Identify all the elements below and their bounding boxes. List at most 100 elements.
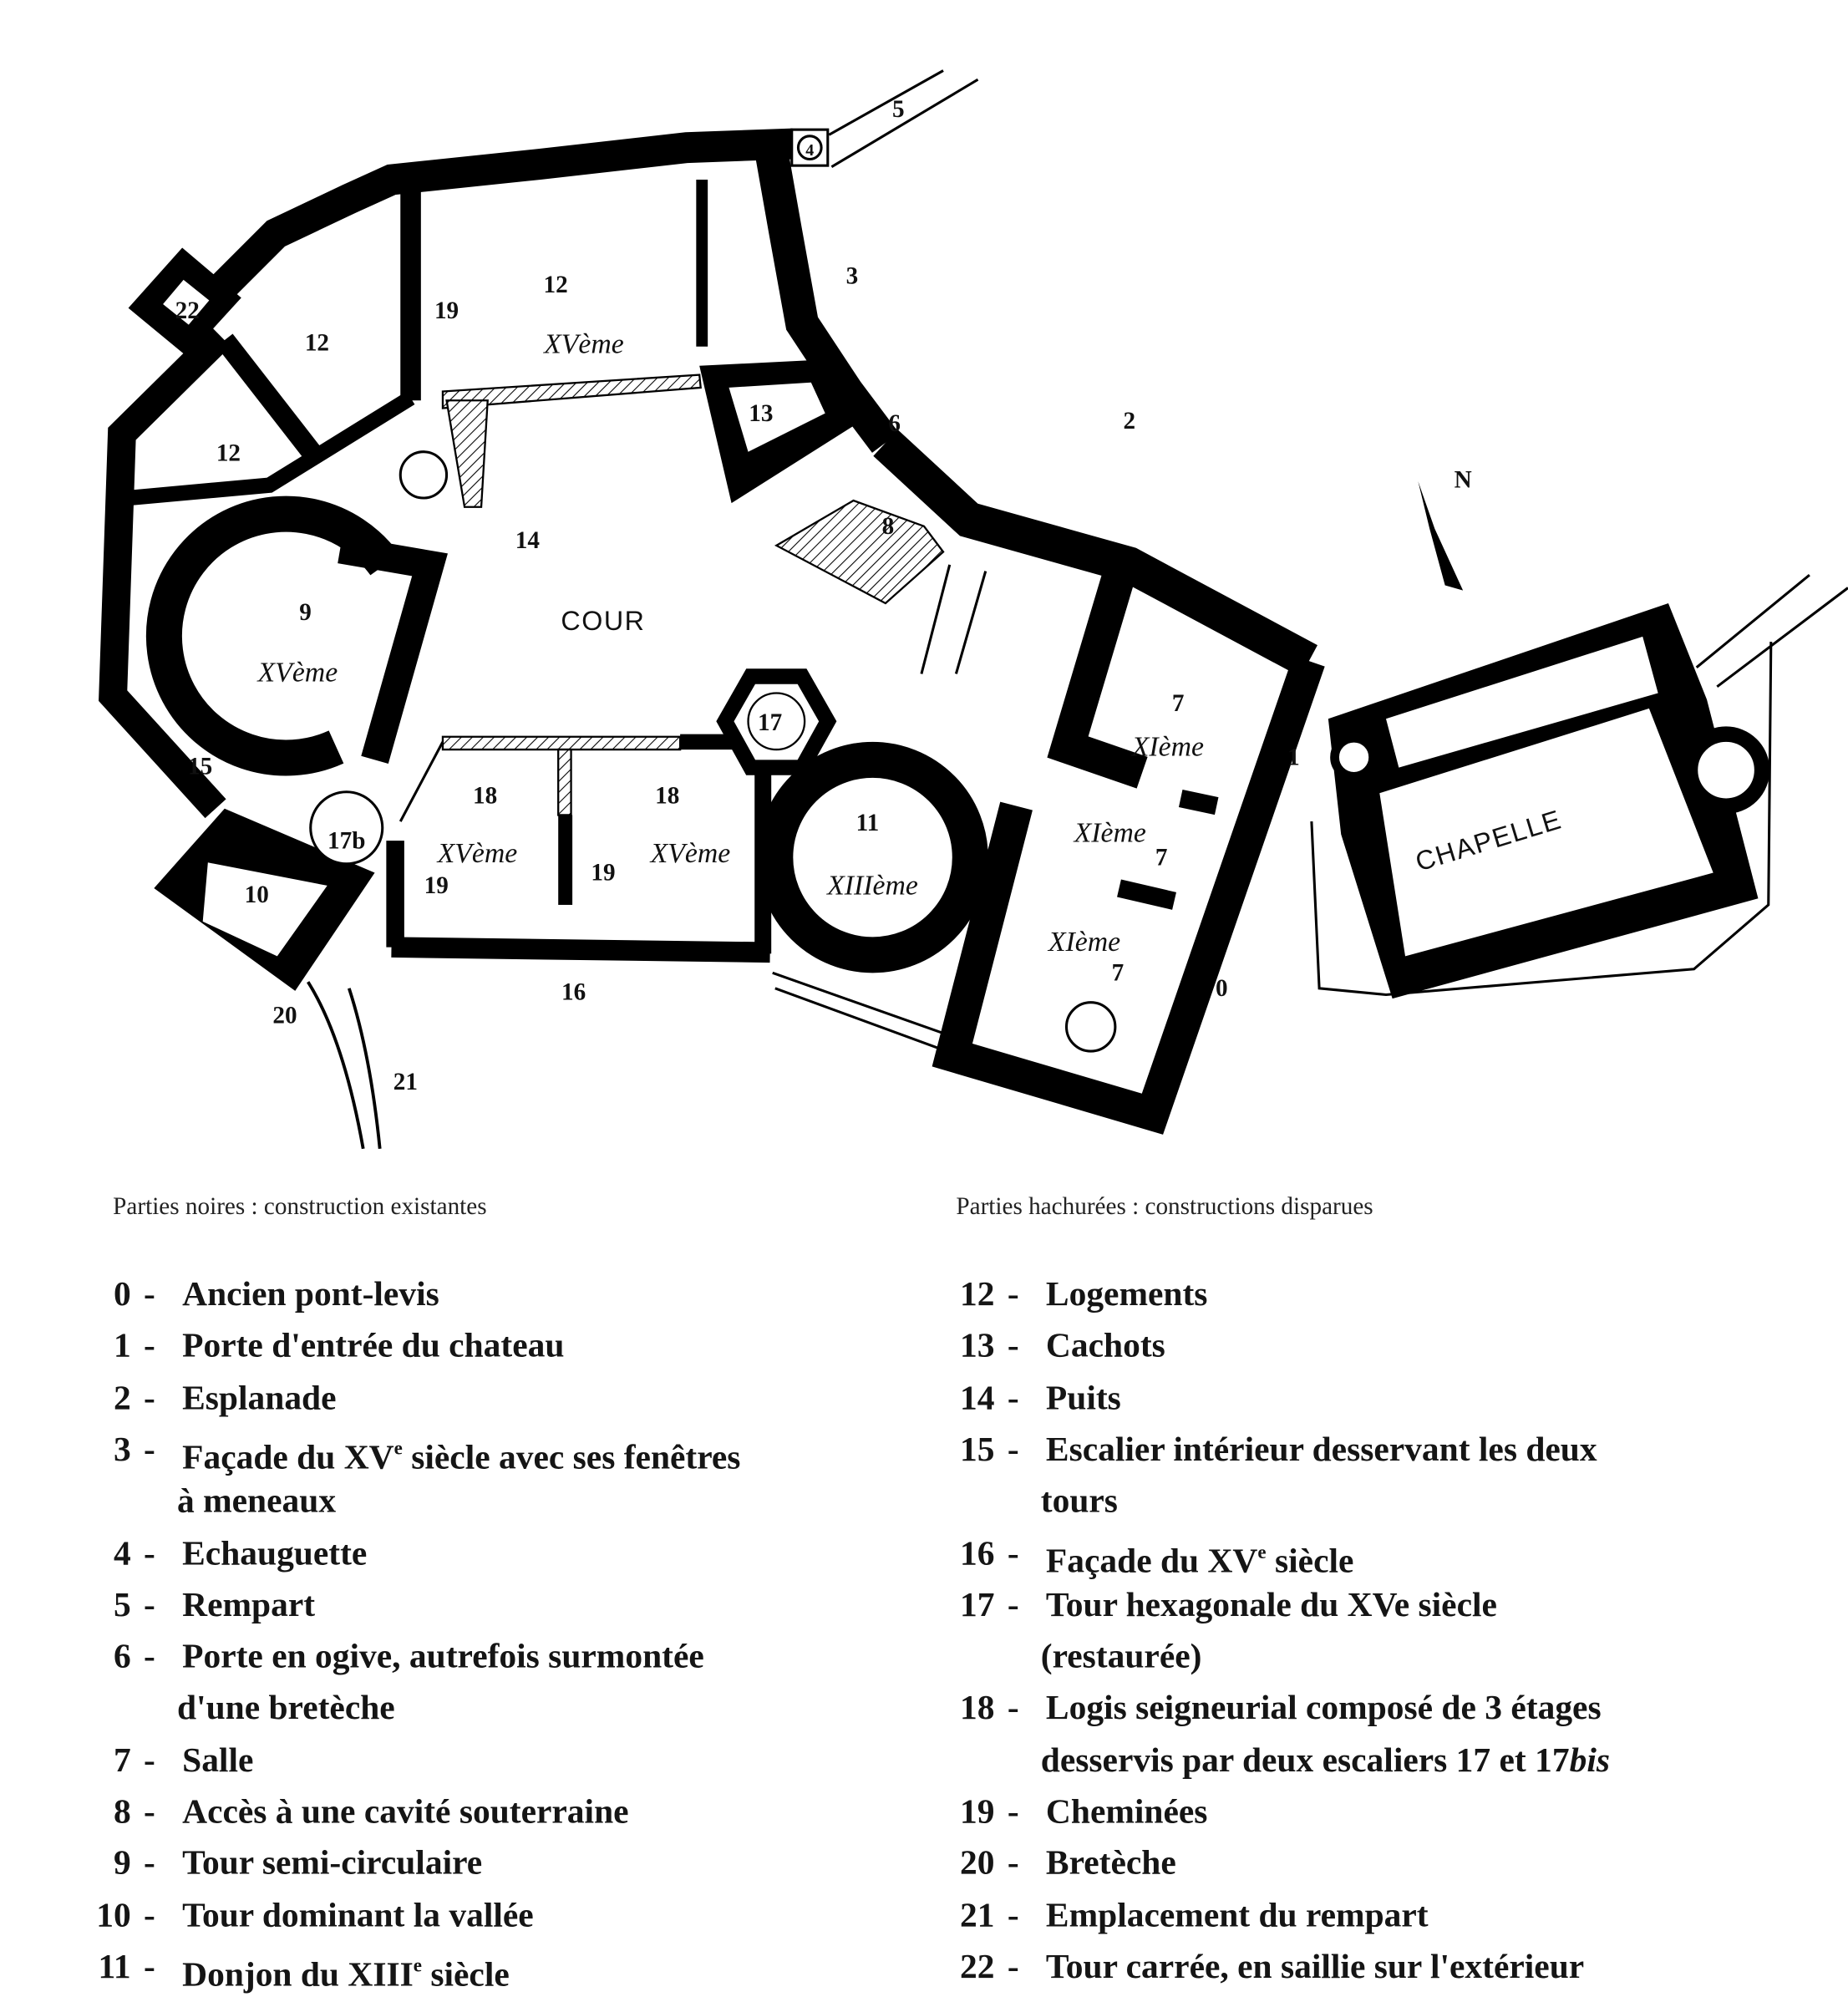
legend-item-text: Logements [1045, 1274, 1208, 1313]
legend-item-number: 21 [960, 1895, 995, 1934]
legend-item-continuation: (restaurée) [1040, 1636, 1202, 1675]
legend-dash: - [1007, 1532, 1019, 1572]
esplanade-wall [873, 429, 1317, 678]
legend-item-number: 22 [960, 1947, 995, 1986]
tower-10-interior [202, 862, 327, 957]
hatched-wall-12 [441, 373, 702, 409]
label-10: 10 [245, 882, 269, 908]
label-9: 9 [299, 599, 312, 626]
facade-16 [391, 937, 770, 963]
label-16: 16 [561, 979, 586, 1006]
legend-dash: - [1007, 1843, 1019, 1883]
label-3: 3 [846, 262, 859, 289]
legend-dash: - [144, 1378, 155, 1417]
cachots-13-interior [729, 382, 825, 452]
century-label: XVème [256, 658, 338, 689]
legend-item-number: 10 [96, 1895, 131, 1934]
tower-22-interior [163, 279, 210, 325]
legend-dash: - [1007, 1584, 1019, 1623]
century-label: XIème [1073, 818, 1146, 849]
legend-dash: - [144, 1843, 155, 1883]
legend-item-continuation: desservis par deux escaliers 17 et 17bis [1040, 1740, 1610, 1779]
rampart-line [830, 78, 979, 169]
legend-item-text: Logis seigneurial composé de 3 étages [1045, 1688, 1602, 1727]
century-label: XIème [1130, 732, 1204, 763]
legend-dash: - [1007, 1947, 1019, 1986]
legend-item-text: Puits [1045, 1378, 1121, 1417]
donjon-west-face [754, 767, 772, 954]
legend-item-number: 15 [960, 1430, 995, 1469]
legend-item-text: Tour hexagonale du XVe siècle [1045, 1584, 1497, 1623]
legend-dash: - [144, 1636, 155, 1675]
legend-item-number: 8 [113, 1791, 131, 1831]
legend-item-number: 9 [113, 1843, 131, 1883]
century-label: XIème [1047, 927, 1120, 958]
label-19: 19 [591, 860, 615, 887]
label-4: 4 [805, 141, 814, 160]
legend-item-number: 11 [98, 1947, 131, 1986]
partition-18 [558, 815, 573, 905]
legend-dash: - [144, 1584, 155, 1623]
legend-item-text: Façade du XVe siècle avec ses fenêtres [182, 1437, 741, 1476]
century-label: XVème [542, 328, 624, 359]
label-19: 19 [434, 297, 459, 324]
legend-item-text: Façade du XVe siècle [1045, 1541, 1354, 1580]
chapel-interior [1379, 708, 1713, 957]
legend-dash: - [1007, 1688, 1019, 1727]
legend-item-text: Tour dominant la vallée [182, 1895, 534, 1934]
legend-note-hatched: Parties hachurées : constructions dispar… [956, 1193, 1373, 1221]
legend-item-number: 12 [960, 1274, 995, 1313]
legend-item-number: 6 [113, 1636, 131, 1675]
legend-note-black: Parties noires : construction existantes [113, 1193, 487, 1221]
spiral-stair-14 [399, 450, 449, 500]
label-cour: COUR [561, 606, 645, 636]
hatched-stair-14 [445, 399, 489, 508]
north-label: N [1455, 467, 1472, 494]
legend-dash: - [1007, 1895, 1019, 1934]
road-line [772, 971, 944, 1051]
rampart-21-line [307, 981, 382, 1150]
west-outer-wall [99, 326, 231, 819]
hatched-partition-18 [557, 748, 572, 816]
legend-item-text: Donjon du XIIIe siècle [182, 1954, 510, 1994]
legend-item-text: Cheminées [1045, 1791, 1208, 1831]
label-19: 19 [424, 872, 449, 899]
label-7: 7 [1112, 960, 1125, 987]
label-12: 12 [305, 329, 329, 356]
label-5: 5 [892, 96, 905, 123]
road-line [920, 564, 987, 674]
legend-dash: - [1007, 1791, 1019, 1831]
legend-item-number: 0 [113, 1274, 131, 1313]
legend-item-number: 13 [960, 1326, 995, 1365]
legend-item-number: 20 [960, 1843, 995, 1883]
legend-dash: - [1007, 1378, 1019, 1417]
legend-item-text: Emplacement du rempart [1045, 1895, 1429, 1934]
legend-item-text: Rempart [182, 1584, 316, 1623]
legend-item-text: Esplanade [182, 1378, 337, 1417]
chapel-outline [1310, 573, 1848, 997]
label-21: 21 [393, 1069, 418, 1095]
wall-18-west-ruin [399, 741, 444, 822]
legend-dash: - [144, 1791, 155, 1831]
north-arrow [1418, 481, 1464, 591]
legend-item-continuation: tours [1040, 1481, 1118, 1521]
spiral-stair-17b [309, 790, 384, 866]
label-6: 6 [888, 410, 901, 437]
label-13: 13 [749, 400, 773, 427]
legend-item-number: 4 [113, 1532, 131, 1572]
legend-dash: - [144, 1895, 155, 1934]
legend-item-number: 16 [960, 1532, 995, 1572]
legend-dash: - [1007, 1326, 1019, 1365]
well-circle [1064, 1001, 1117, 1053]
label-17b: 17b [327, 827, 365, 854]
legend-item-text: Tour semi-circulaire [182, 1843, 483, 1883]
north-east-wall [753, 140, 899, 453]
wall-12-south [127, 391, 415, 506]
label-11: 11 [856, 810, 880, 836]
legend-item-text: Porte d'entrée du chateau [182, 1326, 565, 1365]
century-label: XVème [436, 838, 518, 869]
label-8: 8 [882, 513, 895, 540]
legend-item-text: Tour carrée, en saillie sur l'extérieur [1045, 1947, 1585, 1986]
tower-9-wall [145, 495, 400, 776]
